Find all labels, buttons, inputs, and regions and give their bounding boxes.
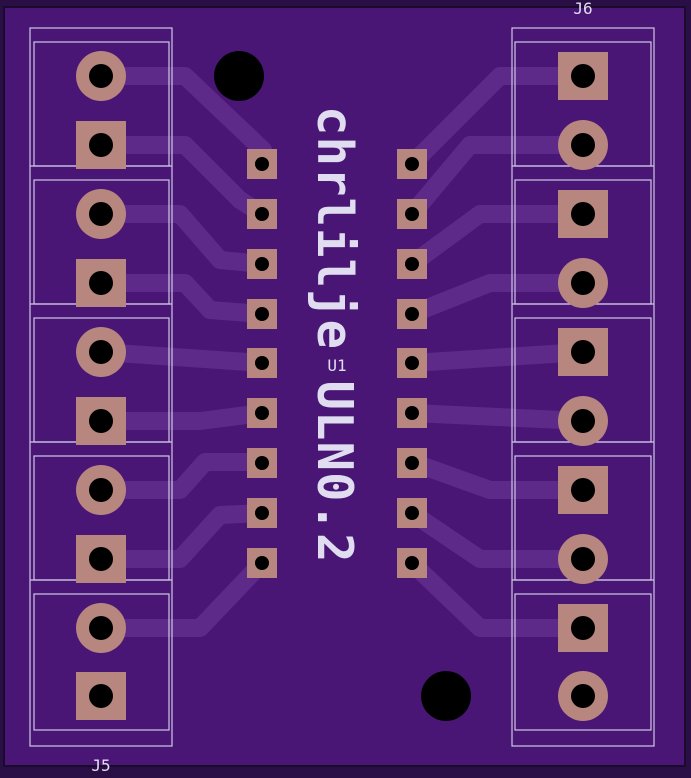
j6-pad-2 <box>558 120 608 170</box>
j5-pad-8 <box>76 535 126 583</box>
j5-pad-4 <box>76 259 126 307</box>
u1-pad-5 <box>247 348 277 378</box>
u1-pad-14 <box>397 348 427 378</box>
u1-pad-2 <box>247 199 277 229</box>
j5-pad-10 <box>76 672 126 720</box>
mounting-hole-top <box>214 51 264 101</box>
j6-pad-6 <box>558 396 608 446</box>
u1-pads-left <box>247 149 277 578</box>
u1-pad-11 <box>397 498 427 528</box>
u1-pad-9 <box>247 548 277 578</box>
u1-pads-right <box>397 149 427 578</box>
u1-pad-17 <box>397 199 427 229</box>
traces-right <box>403 67 592 637</box>
u1-label: U1 <box>327 356 346 375</box>
j5-pad-5 <box>76 327 126 377</box>
j5-pad-6 <box>76 397 126 445</box>
u1-pad-16 <box>397 249 427 279</box>
u1-pad-7 <box>247 448 277 478</box>
u1-pad-3 <box>247 249 277 279</box>
j6-pads <box>558 52 608 721</box>
j6-pad-5 <box>558 328 608 376</box>
j5-label: J5 <box>91 756 110 773</box>
u1-pad-15 <box>397 299 427 329</box>
j5-pad-1 <box>76 51 126 101</box>
mounting-hole-bottom <box>421 671 471 721</box>
u1-pad-6 <box>247 398 277 428</box>
silkscreen-title: chrlilje ULN0.2 <box>306 106 363 564</box>
u1-pad-12 <box>397 448 427 478</box>
u1-pad-10 <box>397 548 427 578</box>
j6-label: J6 <box>573 0 592 18</box>
j5-pads <box>76 51 126 720</box>
j6-pad-9 <box>558 604 608 652</box>
j6-pad-10 <box>558 671 608 721</box>
u1-pad-4 <box>247 299 277 329</box>
u1-pad-8 <box>247 498 277 528</box>
j5-pad-7 <box>76 465 126 515</box>
u1-pad-1 <box>247 149 277 179</box>
traces-left <box>92 67 272 637</box>
j6-pad-8 <box>558 534 608 584</box>
j6-pad-1 <box>558 52 608 100</box>
j5-pad-9 <box>76 603 126 653</box>
j6-pad-3 <box>558 190 608 238</box>
j5-pad-2 <box>76 121 126 169</box>
u1-pad-13 <box>397 398 427 428</box>
j6-pad-4 <box>558 258 608 308</box>
j5-pad-3 <box>76 189 126 239</box>
j6-pad-7 <box>558 466 608 514</box>
u1-pad-18 <box>397 149 427 179</box>
